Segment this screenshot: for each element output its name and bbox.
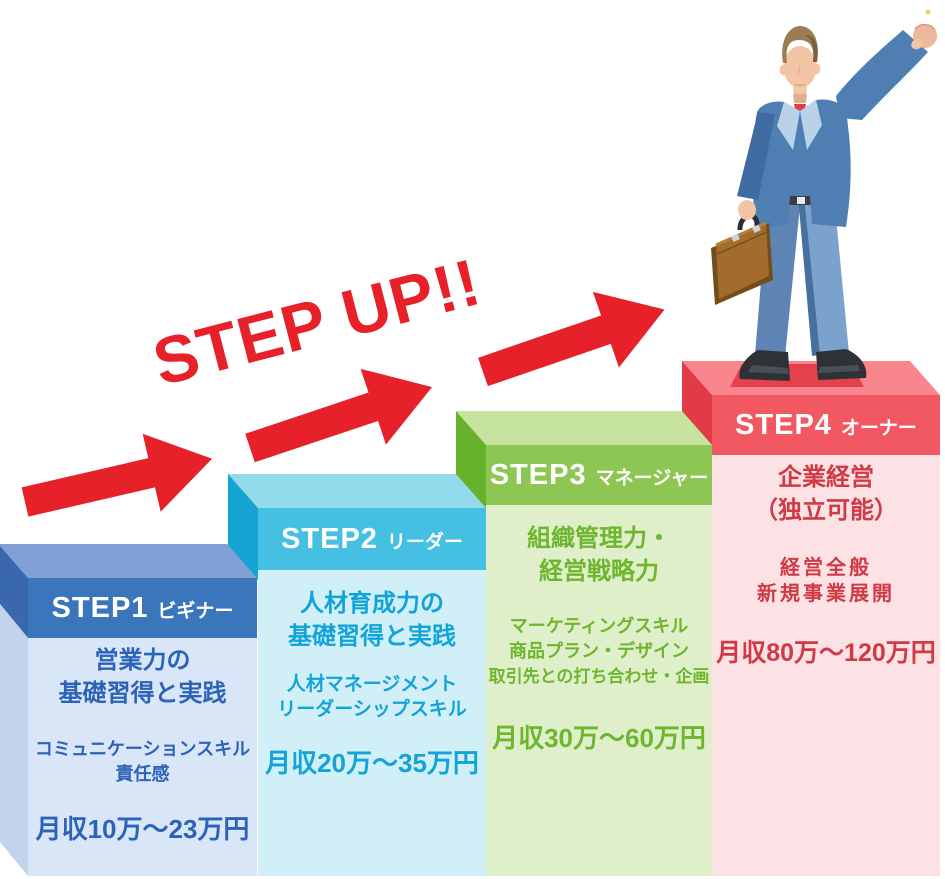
step4-header-face [712,395,940,455]
businessman-left-shoe [739,350,790,381]
step3-skills: マーケティングスキル 商品プラン・デザイン 取引先との打ち合わせ・企画 [486,614,712,689]
businessman-nose [797,65,801,76]
step-up-arrow-2-icon [245,368,433,463]
step4-role: オーナー [840,418,917,439]
step1-top-face [0,544,257,578]
step2-role: リーダー [386,532,463,553]
step3-title: 組織管理力・ 経営戦略力 [486,522,712,588]
businessman-raised-arm [836,30,928,120]
businessman-mouth [794,83,806,87]
step4-skill-line: 経営全般 [780,557,872,579]
step2-title: 人材育成力の 基礎習得と実践 [258,587,486,653]
raised-fist-fingers [914,23,936,31]
step1-block [0,544,257,876]
briefcase-seam [716,231,768,255]
businessman-neck-shade [793,94,807,103]
businessman-left-hand [738,200,756,220]
step1-income: 月収10万〜23万円 [35,814,250,844]
briefcase-clasp-left [731,233,740,242]
businessman-illustration [711,9,937,381]
briefcase-clasp-right [752,224,761,233]
step3-header-face [486,445,712,505]
step1-skill-line: 責任感 [115,764,170,784]
businessman-right-lapel [800,100,822,150]
step1-side-face-dark [0,546,28,638]
step4-skill-line: 新規事業展開 [757,583,895,605]
step2-income: 月収20万〜35万円 [265,748,479,778]
step-up-arrows [21,291,665,517]
step2-skills: 人材マネージメント リーダーシップスキル [258,672,486,722]
step3-role: マネージャー [595,468,709,489]
step1-title-line: 基礎習得と実践 [58,680,227,707]
step4-body-face [712,455,940,876]
businessman-jacket [752,99,851,229]
step2-top-face [228,474,486,508]
step3-title-line: 経営戦略力 [539,558,659,585]
businessman-hair-side [804,34,818,62]
businessman-right-shoe [816,349,867,380]
step-up-arrow-3-icon [478,291,665,387]
step2-header-label: STEP2 リーダー [258,509,486,574]
step3-skill-line: マーケティングスキル [509,616,689,636]
raised-fist-thumb [911,38,923,50]
businessman-left-shoe-highlight [748,365,788,374]
step4-block [682,361,940,876]
businessman-belt-buckle [797,197,805,204]
step-up-arrow-1-icon [21,433,213,517]
step3-header-label: STEP3 マネージャー [486,445,712,510]
step1-header-label: STEP1 ビギナー [28,578,257,643]
step3-skill-line: 商品プラン・デザイン [509,641,689,661]
step4-title-line: （独立可能） [754,497,898,524]
step3-body-face [486,505,712,876]
step1-side-face-light [0,604,28,876]
businessman-head [779,26,821,103]
step3-label: STEP3 [489,459,587,491]
step2-block [228,474,486,876]
step3-income: 月収30万〜60万円 [492,723,706,753]
sparkle-icon [925,9,931,15]
step1-skill-line: コミュニケーションスキル [34,739,251,759]
step4-title: 企業経営 （独立可能） [712,461,940,527]
businessman-left-arm [737,112,775,200]
step1-title: 営業力の 基礎習得と実践 [28,644,257,710]
step3-title-line: 組織管理力・ [527,525,671,552]
step4-title-line: 企業経営 [778,464,874,491]
step2-skill-line: リーダーシップスキル [277,699,467,720]
businessman-right-shoe-highlight [818,365,860,373]
step2-title-line: 基礎習得と実践 [288,623,456,650]
businessman-right-leg [801,196,849,355]
businessman-left-lapel [777,102,800,150]
step2-title-line: 人材育成力の [300,590,444,617]
step4-label: STEP4 [735,409,832,441]
step2-skill-line: 人材マネージメント [286,674,458,695]
step2-header-face [258,508,486,570]
step1-body-face [28,638,257,876]
step1-skills: コミュニケーションスキル 責任感 [28,737,257,787]
step3-skill-line: 取引先との打ち合わせ・企画 [488,667,710,686]
step1-role: ビギナー [157,601,234,622]
businessman-hair [782,26,818,63]
briefcase-front [716,223,769,299]
businessman-leg-crease [798,196,820,356]
briefcase-icon [711,221,773,305]
step4-income: 月収80万〜120万円 [716,639,936,667]
step1-title-line: 営業力の [94,647,191,674]
step3-top-face [456,411,712,445]
step4-header-label: STEP4 オーナー [712,395,940,460]
step1-header-face [28,578,257,638]
step2-label: STEP2 [281,523,378,555]
step4-skills: 経営全般 新規事業展開 [712,555,940,607]
step2-side-face [228,474,258,580]
step2-body-face [258,570,486,876]
step1-label: STEP1 [51,592,149,624]
